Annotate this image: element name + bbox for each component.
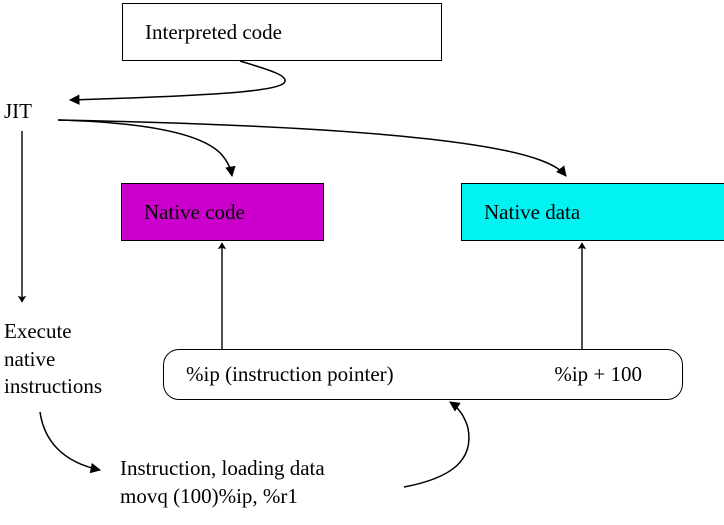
node-native-code-label: Native code bbox=[144, 199, 245, 224]
node-native-data-label: Native data bbox=[484, 199, 581, 224]
node-interpreted-code[interactable]: Interpreted code bbox=[122, 3, 442, 61]
ip-register-left-label: %ip (instruction pointer) bbox=[186, 362, 394, 386]
label-instruction-loading-data: Instruction, loading data movq (100)%ip,… bbox=[120, 455, 325, 510]
label-execute-native-instructions: Execute native instructions bbox=[4, 318, 102, 401]
label-execute-line-1: Execute bbox=[4, 319, 72, 343]
edge-jit-to-native-code bbox=[57, 119, 236, 178]
edge-interpreted-to-jit bbox=[68, 60, 286, 105]
label-execute-line-3: instructions bbox=[4, 374, 102, 399]
node-ip-register[interactable]: %ip (instruction pointer) %ip + 100 bbox=[163, 349, 683, 400]
edge-jit-to-native-data bbox=[57, 119, 567, 177]
node-native-data[interactable]: Native data bbox=[461, 183, 724, 241]
edge-instruction-to-ip bbox=[403, 401, 470, 488]
label-instruction-line-1: Instruction, loading data bbox=[120, 456, 325, 480]
node-interpreted-code-label: Interpreted code bbox=[145, 19, 283, 44]
node-native-code[interactable]: Native code bbox=[121, 183, 324, 241]
label-jit-text: JIT bbox=[4, 99, 32, 123]
label-instruction-line-2: movq (100)%ip, %r1 bbox=[120, 483, 298, 508]
label-jit: JIT bbox=[4, 98, 32, 124]
edge-execute-to-instruction bbox=[39, 411, 102, 474]
label-execute-line-2: native bbox=[4, 346, 56, 371]
ip-register-right-label: %ip + 100 bbox=[554, 362, 642, 386]
